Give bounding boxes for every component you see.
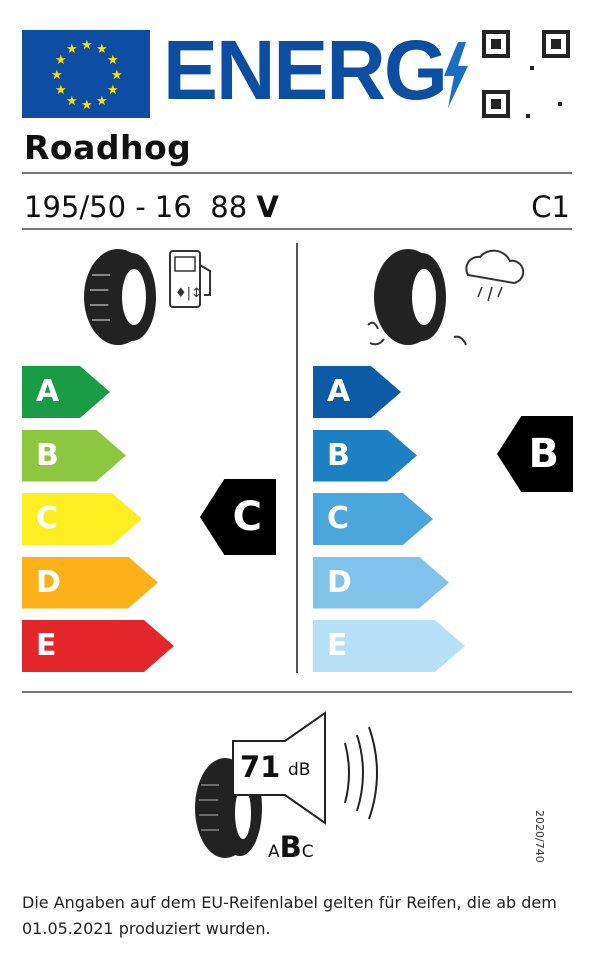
noise-class-a: A [268,842,280,862]
wet-grip-class-b: B [313,430,417,482]
svg-text:★: ★ [107,53,119,68]
footer-note: Die Angaben auf dem EU-Reifenlabel gelte… [22,893,557,938]
svg-text:★: ★ [51,68,63,83]
tyre-size: 195/50 - 16 [24,190,192,224]
qr-code-icon[interactable] [482,30,570,118]
svg-text:★: ★ [96,94,108,109]
divider [22,228,572,230]
regulation-number: 2020/740 [533,810,546,863]
noise-icon [195,711,378,858]
svg-text:★: ★ [55,53,67,68]
wet-grip-icon [367,249,525,346]
noise-unit: dB [288,760,311,780]
svg-text:★: ★ [81,98,93,113]
noise-value: 71 [240,750,281,784]
wet-grip-class-a: A [313,366,401,418]
svg-text:★: ★ [55,83,67,98]
divider [22,172,572,174]
tyre-class: C1 [531,190,570,224]
fuel-efficiency-class-b: B [22,430,126,482]
wet-grip-class-d: D [313,557,449,609]
speed-rating: V [256,190,279,224]
eu-flag-icon: ★★★★★★★★★★★★ [22,30,150,118]
fuel-efficiency-icon: ♦|↕ [84,249,211,345]
fuel-efficiency-class-d: D [22,557,158,609]
wet-grip-rating-indicator: B [497,416,573,492]
noise-class-b: B [279,830,302,864]
load-index: 88 [210,190,248,224]
svg-text:♦|↕: ♦|↕ [175,286,202,301]
svg-text:★: ★ [66,94,78,109]
fuel-efficiency-rating-indicator: C [200,479,276,555]
noise-class-c: C [301,842,314,862]
fuel-efficiency-class-e: E [22,620,174,672]
wet-grip-class-e: E [313,620,465,672]
tyre-spec: 195/50 - 16 88 V [24,190,279,224]
fuel-efficiency-class-c: C [22,493,142,545]
noise-class-scale: ABC [268,830,314,864]
svg-text:★: ★ [81,38,93,53]
svg-text:★: ★ [107,83,119,98]
fuel-efficiency-class-a: A [22,366,110,418]
svg-text:★: ★ [96,42,108,57]
energy-wordmark: ENERG [163,23,448,117]
divider [22,691,572,693]
lightning-icon [444,42,468,108]
wet-grip-class-c: C [313,493,433,545]
svg-text:★: ★ [111,68,123,83]
brand-name: Roadhog [24,128,192,167]
vertical-divider [296,243,298,673]
svg-text:★: ★ [66,42,78,57]
